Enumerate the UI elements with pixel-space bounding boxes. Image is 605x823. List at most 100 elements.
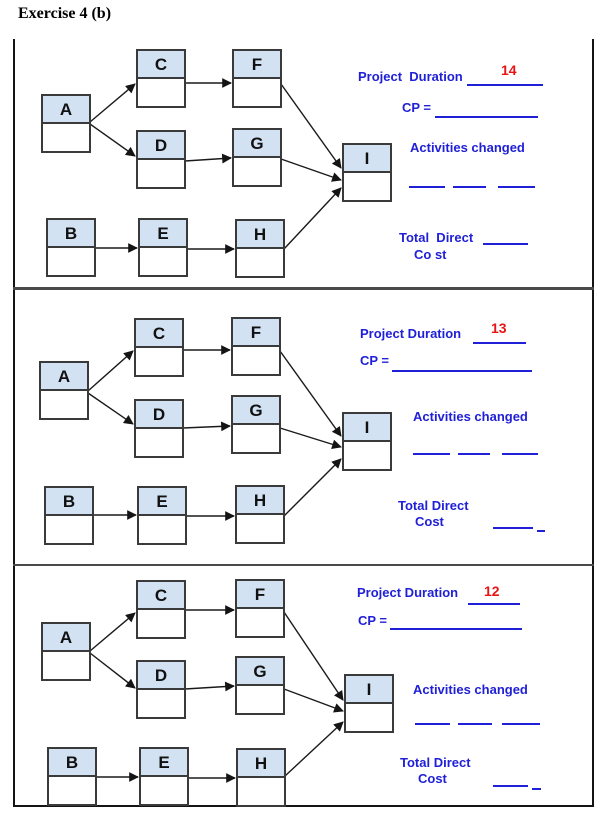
panel-1-node-H: H (235, 219, 285, 278)
panel-2-node-H: H (235, 485, 285, 544)
panel-2-node-label-B: B (63, 492, 75, 511)
panel-1-node-C: C (136, 49, 186, 108)
panel-3-edge-A-D (89, 652, 136, 689)
content-frame (13, 39, 594, 807)
panel-3-node-B: B (47, 747, 97, 806)
p3-project-duration-value: 12 (484, 583, 500, 599)
panel-3-node-I: I (344, 674, 394, 733)
panel-1-node-label-B: B (65, 224, 77, 243)
p3-cost-label: Cost (418, 771, 447, 786)
panel-2-node-F: F (231, 317, 281, 376)
p3-activities-blank-2 (458, 723, 492, 725)
panel-2-edge-D-G (182, 421, 231, 432)
panel-1-node-label-E: E (157, 224, 168, 243)
panel-1-node-label-A: A (60, 100, 72, 119)
p3-cp-label: CP = (358, 613, 388, 628)
p3-activities-blank-1 (415, 723, 450, 725)
p2-project-duration-value: 13 (491, 320, 507, 336)
panel-1-edge-H-I (283, 187, 342, 250)
panel-3-node-label-F: F (255, 585, 265, 604)
p2-activities-blank-1 (413, 453, 450, 455)
panel-3-edge-G-I (283, 688, 344, 713)
panel-1-edge-D-G (184, 153, 232, 164)
panel-3-node-G: G (235, 656, 285, 715)
p3-activities-changed-label: Activities changed (413, 682, 528, 697)
panel-2-edge-F-I (279, 350, 342, 437)
p2-total-cost-blank (493, 527, 533, 529)
panel-2-node-label-D: D (153, 405, 165, 424)
panel-divider-1 (13, 287, 594, 290)
panel-3-node-label-I: I (367, 680, 372, 699)
panel-3-node-label-A: A (60, 628, 72, 647)
p3-total-cost-blank (493, 785, 528, 787)
panel-2-edge-A-D (87, 392, 134, 425)
panel-1-node-E: E (138, 218, 188, 277)
panel-3-edge-A-C (89, 612, 136, 652)
panel-3-node-label-D: D (155, 666, 167, 685)
panel-divider-2 (13, 564, 594, 566)
panel-1-node-B: B (46, 218, 96, 277)
panel-1-edge-A-D (89, 123, 136, 157)
panel-1-node-F: F (232, 49, 282, 108)
p1-cp-label: CP = (402, 100, 432, 115)
panel-1-node-label-C: C (155, 55, 167, 74)
panel-2-node-label-F: F (251, 323, 261, 342)
p2-activities-blank-3 (502, 453, 538, 455)
panel-2-node-label-H: H (254, 491, 266, 510)
panel-2-node-C: C (134, 318, 184, 377)
p3-cp-blank (390, 628, 522, 630)
panel-3-edge-H-I (284, 721, 344, 777)
p3-total-cost-blank-tail (532, 788, 541, 790)
p2-cost-label: Cost (415, 514, 444, 529)
p1-project-duration-value: 14 (501, 62, 517, 78)
p1-project-duration-blank (467, 84, 543, 86)
p1-cp-blank (435, 116, 538, 118)
panel-1-node-A: A (41, 94, 91, 153)
panel-1-node-label-G: G (250, 134, 263, 153)
panel-3-node-label-B: B (66, 753, 78, 772)
panel-2-edge-H-I (283, 458, 342, 517)
panel-3-edge-D-G (184, 681, 235, 692)
panel-2-node-A: A (39, 361, 89, 420)
panel-2-node-label-I: I (365, 418, 370, 437)
panel-1-node-label-F: F (252, 55, 262, 74)
panel-3-node-label-C: C (155, 586, 167, 605)
panel-2-node-label-A: A (58, 367, 70, 386)
panel-1-node-I: I (342, 143, 392, 202)
p1-cost-label: Co st (414, 247, 447, 262)
panel-1-edge-G-I (280, 158, 342, 182)
p2-total-cost-blank-tail (537, 530, 545, 532)
panel-2-node-E: E (137, 486, 187, 545)
p2-cp-label: CP = (360, 353, 390, 368)
panel-2-edge-G-I (279, 427, 342, 450)
p2-activities-changed-label: Activities changed (413, 409, 528, 424)
p3-project-duration-blank (468, 603, 520, 605)
p1-activities-blank-2 (453, 186, 486, 188)
p1-activities-blank-3 (498, 186, 535, 188)
p2-activities-blank-2 (458, 453, 490, 455)
panel-3-edge-F-I (283, 611, 344, 701)
p2-project-duration-label: Project Duration (360, 326, 462, 341)
panel-1-node-label-H: H (254, 225, 266, 244)
panel-3-node-E: E (139, 747, 189, 806)
panel-2-edge-A-C (87, 350, 134, 392)
panel-2-node-D: D (134, 399, 184, 458)
p3-project-duration-label: Project Duration (357, 585, 459, 600)
panel-1-node-D: D (136, 130, 186, 189)
p3-activities-blank-3 (502, 723, 540, 725)
p1-total-direct-label: Total Direct (399, 230, 474, 245)
panel-3-node-C: C (136, 580, 186, 639)
panel-2-node-label-C: C (153, 324, 165, 343)
panel-1-edge-A-C (89, 83, 136, 123)
panel-3-node-label-G: G (253, 662, 266, 681)
p2-project-duration-blank (473, 342, 526, 344)
p2-total-direct-label: Total Direct (398, 498, 469, 513)
panel-1-node-label-D: D (155, 136, 167, 155)
panel-3-node-F: F (235, 579, 285, 638)
panel-3-node-H: H (236, 748, 286, 807)
panel-2-node-G: G (231, 395, 281, 454)
panel-1-edge-F-I (280, 83, 342, 169)
panel-3-node-A: A (41, 622, 91, 681)
